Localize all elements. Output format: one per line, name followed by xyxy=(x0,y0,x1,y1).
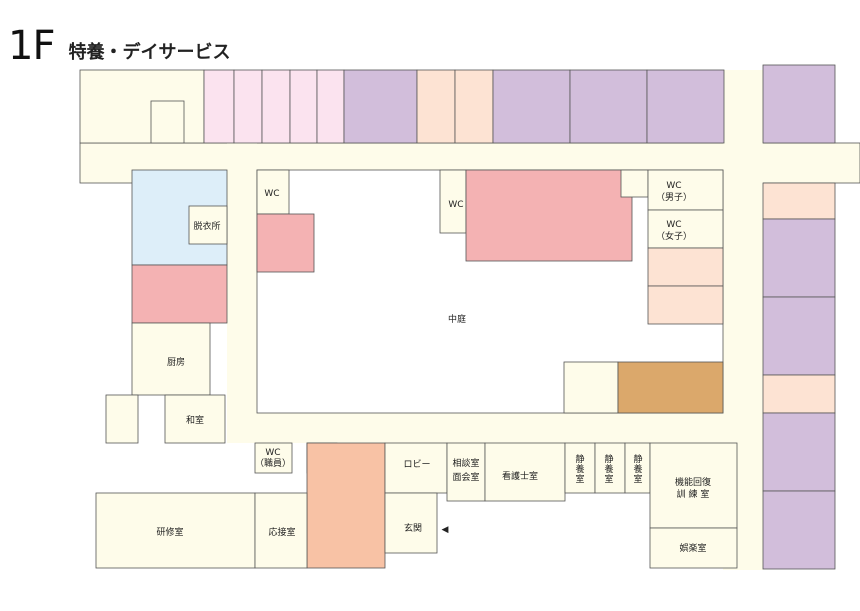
room-peach-1 xyxy=(416,69,456,144)
room-tan xyxy=(617,361,724,414)
rest-room-2-label-1: 静 xyxy=(604,453,613,465)
rest-room-3-label-1: 静 xyxy=(633,453,642,465)
small-room-center-right xyxy=(620,169,649,198)
room-peach-2 xyxy=(454,69,494,144)
japanese-room-label: 和室 xyxy=(186,414,204,426)
japanese-room xyxy=(164,394,226,444)
floor-level-label: 1F xyxy=(8,23,55,69)
training-room-label: 研修室 xyxy=(156,526,183,538)
inner-rooms xyxy=(256,169,724,414)
storage-top-left-inner xyxy=(150,100,185,144)
recreation-label: 娯楽室 xyxy=(679,542,706,554)
room-salmon-center xyxy=(465,169,633,262)
rehab-label-1: 機能回復 xyxy=(675,476,711,488)
wc-left-label: WC xyxy=(264,189,279,199)
entrance-area xyxy=(384,492,438,554)
center-corridor xyxy=(227,413,737,443)
left-wing xyxy=(105,169,228,444)
rest-room-2-label-2: 養 xyxy=(604,463,613,475)
rest-room-3 xyxy=(624,442,651,494)
consult-label-1: 相談室 xyxy=(452,457,479,469)
room-lavender-4 xyxy=(646,69,725,144)
rehab-room xyxy=(649,442,738,529)
rest-room-3-label-3: 室 xyxy=(633,473,642,485)
lobby-label: ロビー xyxy=(403,459,430,470)
room-pink-1 xyxy=(203,69,235,144)
left-corridor xyxy=(227,143,257,443)
room-lavender-1 xyxy=(343,69,418,144)
entrance-label: 玄関 xyxy=(404,522,422,534)
right-rooms xyxy=(762,64,836,570)
wc-center-room xyxy=(439,169,467,234)
consult-label-2: 面会室 xyxy=(452,471,479,483)
wc-women-room xyxy=(647,209,724,249)
kitchen-label: 厨房 xyxy=(167,356,185,368)
room-peach-r1 xyxy=(762,182,836,220)
room-lavender-r4 xyxy=(762,412,836,492)
wc-left-room xyxy=(256,169,290,215)
recreation-room xyxy=(649,527,738,569)
wc-center-label: WC xyxy=(448,200,463,210)
room-salmon-inner xyxy=(256,213,315,273)
room-labels: WC WC WC （男子） WC （女子） 脱衣所 中庭 厨房 和室 WC （職… xyxy=(156,181,711,554)
room-pink-2 xyxy=(233,69,263,144)
room-peach-r2 xyxy=(762,374,836,414)
room-lavender-r5 xyxy=(762,490,836,570)
rest-room-3-label-2: 養 xyxy=(633,463,642,475)
nurse-room xyxy=(484,442,566,502)
reception-label: 応接室 xyxy=(268,526,295,538)
room-pink-3 xyxy=(261,69,291,144)
room-lavender-r3 xyxy=(762,296,836,376)
consult-room xyxy=(446,442,486,502)
room-pink-5 xyxy=(316,69,345,144)
room-lavender-2 xyxy=(492,69,571,144)
room-pink-4 xyxy=(289,69,318,144)
storage-inner-right xyxy=(563,361,619,414)
room-peach-inner-2 xyxy=(647,285,724,325)
training-room xyxy=(95,492,256,569)
room-salmon-left xyxy=(131,264,228,324)
room-orange xyxy=(306,442,386,569)
wc-men-room xyxy=(647,169,724,211)
storage-top-left xyxy=(79,69,205,144)
room-lavender-3 xyxy=(569,69,648,144)
rest-room-1 xyxy=(564,442,596,494)
wc-staff-room xyxy=(254,442,293,474)
entrance-arrow-icon: ◀ xyxy=(442,525,449,535)
wc-men-label-1: WC xyxy=(666,181,681,191)
rehab-label-2: 訓 練 室 xyxy=(677,488,710,500)
courtyard-label: 中庭 xyxy=(448,313,466,325)
wc-men-label-2: （男子） xyxy=(656,192,692,203)
rest-room-1-label-3: 室 xyxy=(575,473,584,485)
room-lavender-r1 xyxy=(762,64,836,144)
room-peach-inner-1 xyxy=(647,247,724,287)
rest-room-1-label-2: 養 xyxy=(575,463,584,475)
floor-name-label: 特養・デイサービス xyxy=(68,42,231,63)
small-room-left xyxy=(105,394,139,444)
dressing-room xyxy=(188,205,228,245)
lobby-area xyxy=(384,442,448,494)
dressing-room-label: 脱衣所 xyxy=(193,220,220,232)
nurse-label: 看護士室 xyxy=(502,470,538,482)
wc-staff-label-2: （職員） xyxy=(255,458,291,469)
reception-room xyxy=(254,492,308,569)
top-rooms xyxy=(79,69,725,144)
rest-room-1-label-1: 静 xyxy=(575,453,584,465)
wc-women-label-2: （女子） xyxy=(656,230,692,242)
wc-staff-label-1: WC xyxy=(265,448,280,458)
wc-women-label-1: WC xyxy=(666,220,681,230)
bottom-rooms xyxy=(95,442,738,569)
rest-room-2-label-3: 室 xyxy=(604,473,613,485)
floor-title: 1F 特養・デイサービス xyxy=(8,22,230,66)
room-lavender-r2 xyxy=(762,218,836,298)
